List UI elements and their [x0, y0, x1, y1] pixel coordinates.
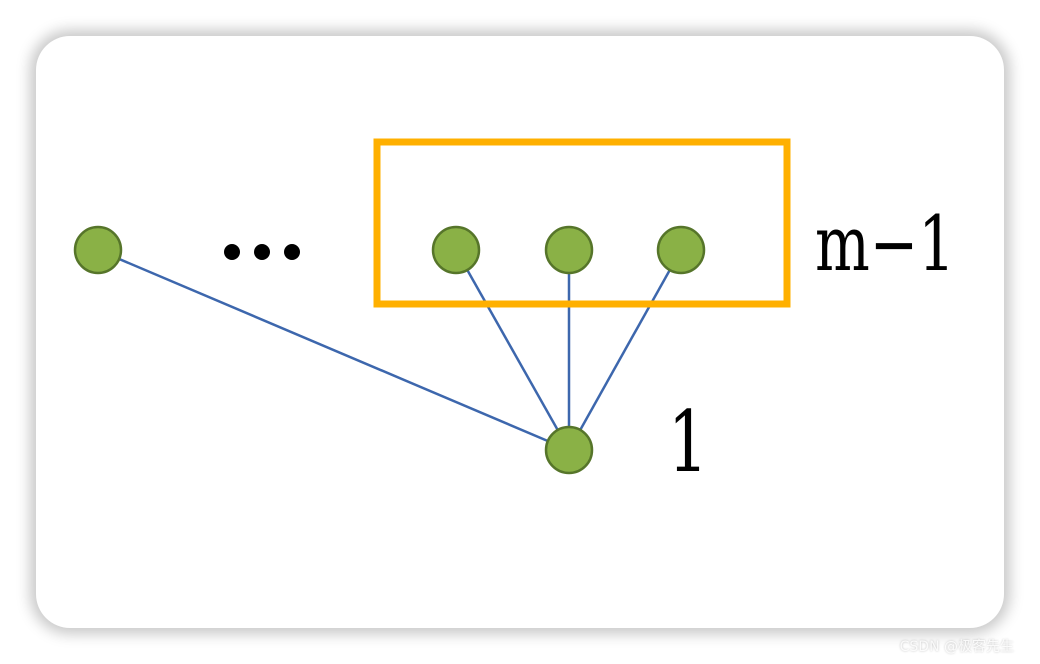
bottom-node-label: 1: [668, 393, 708, 491]
edge-group1-to-bottom: [454, 249, 571, 451]
node-left: [73, 225, 123, 275]
group-box: [373, 138, 791, 308]
group-label: m−1: [815, 199, 955, 288]
diagram-card: [36, 36, 1004, 628]
edge-left-to-bottom: [97, 248, 570, 452]
ellipsis: [224, 244, 300, 260]
watermark: CSDN @极客先生: [899, 639, 1014, 655]
node-group-2: [544, 225, 594, 275]
ellipsis-dot: [254, 244, 270, 260]
edge-group3-to-bottom: [567, 249, 683, 451]
node-group-1: [431, 225, 481, 275]
ellipsis-dot: [284, 244, 300, 260]
ellipsis-dot: [224, 244, 240, 260]
node-group-3: [656, 225, 706, 275]
node-bottom: [544, 425, 594, 475]
